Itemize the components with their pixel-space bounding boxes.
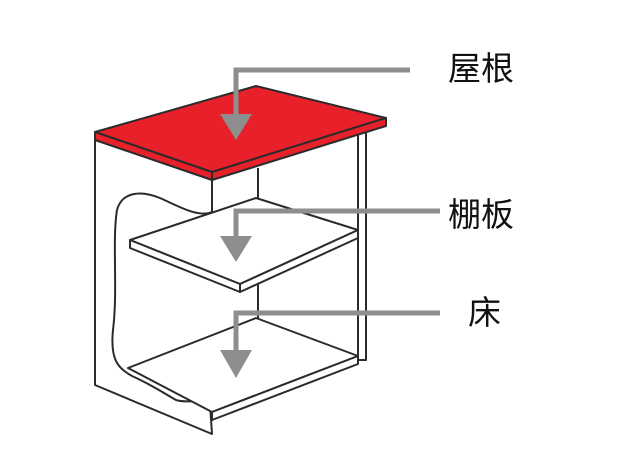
shelf-right-edge: [239, 229, 359, 293]
floor-front-edge: [211, 355, 359, 421]
floor-arrow: [220, 310, 440, 378]
roof-arrow: [220, 67, 410, 140]
roof-right-edge: [211, 117, 387, 181]
right-back-post: [357, 131, 367, 361]
roof-label: 屋根: [448, 49, 514, 88]
floor-label: 床: [468, 293, 501, 332]
shelf-arrow: [220, 208, 440, 262]
shelf-label: 棚板: [448, 195, 514, 234]
